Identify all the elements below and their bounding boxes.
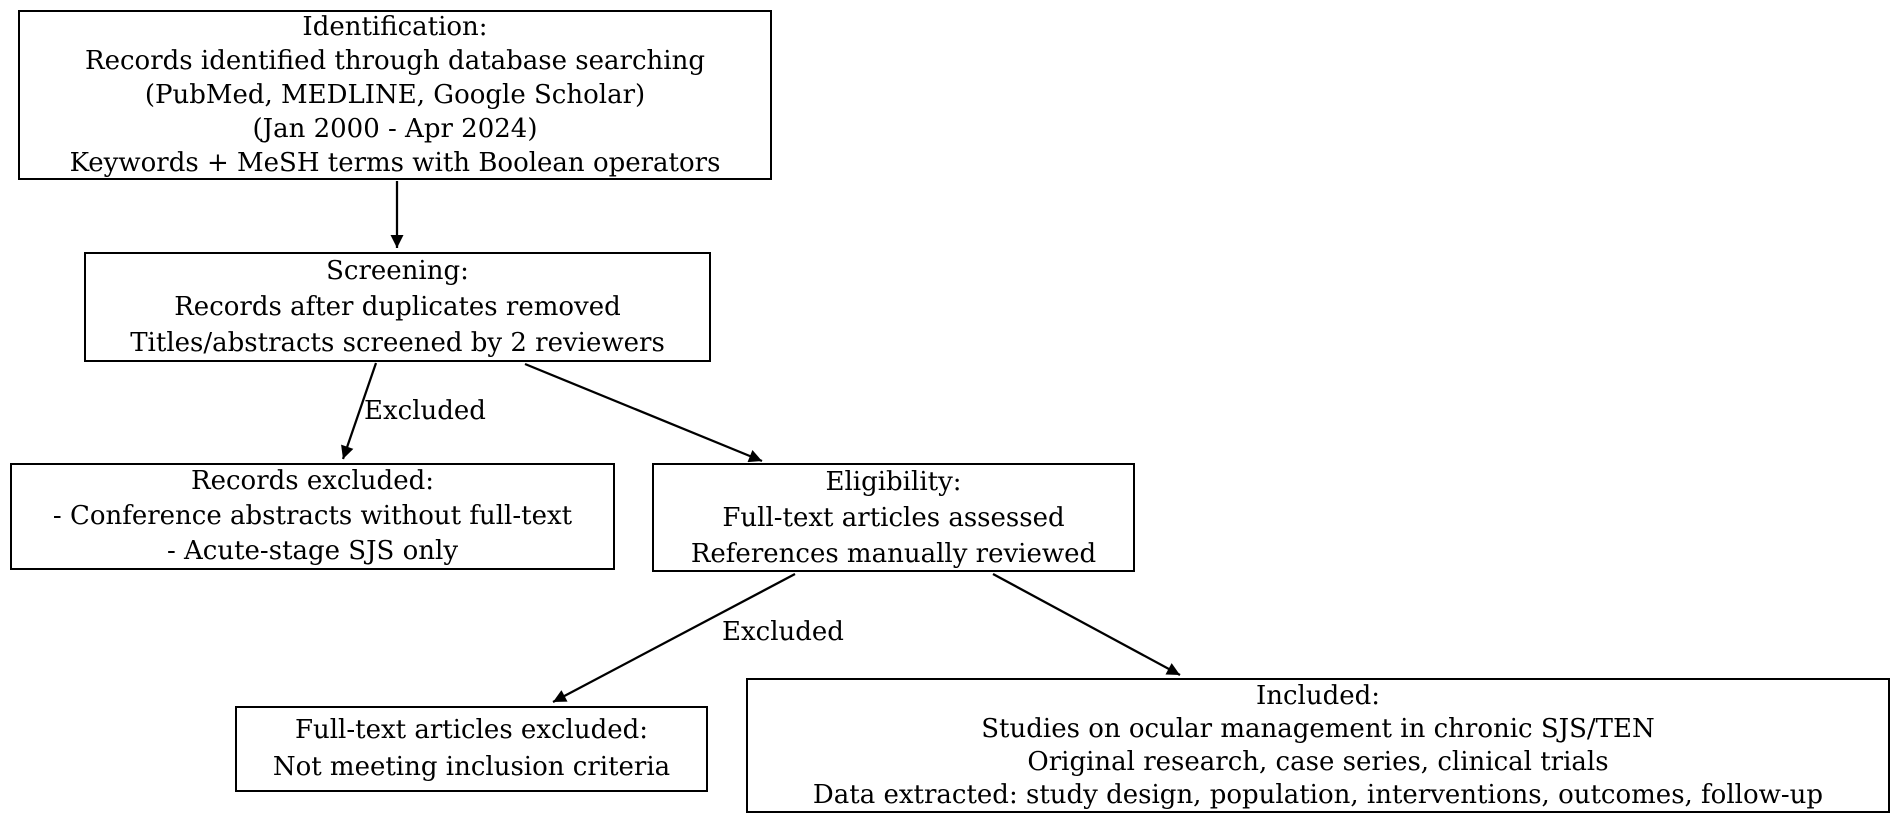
- arrow-eligibility-to-fulltext-excluded: [552, 573, 796, 703]
- node-line: Records after duplicates removed: [174, 292, 621, 322]
- node-line: Records excluded:: [191, 466, 434, 496]
- node-line: Not meeting inclusion criteria: [272, 752, 671, 782]
- node-line: Studies on ocular management in chronic …: [981, 713, 1655, 744]
- node-included: Included: Studies on ocular management i…: [746, 678, 1890, 813]
- node-line: - Acute-stage SJS only: [166, 536, 459, 566]
- node-line: Full-text articles excluded:: [294, 715, 649, 745]
- node-eligibility: Eligibility: Full-text articles assessed…: [652, 463, 1135, 572]
- edge-label-excluded-eligibility: Excluded: [722, 617, 844, 647]
- node-line: Eligibility:: [825, 466, 962, 497]
- node-line: Records identified through database sear…: [85, 46, 705, 76]
- node-screening: Screening: Records after duplicates remo…: [84, 252, 711, 362]
- node-records-excluded: Records excluded: - Conference abstracts…: [10, 463, 615, 570]
- node-identification: Identification: Records identified throu…: [18, 10, 772, 180]
- node-fulltext-excluded: Full-text articles excluded: Not meeting…: [235, 706, 708, 792]
- node-line: Identification:: [302, 12, 488, 42]
- node-line: Full-text articles assessed: [722, 502, 1065, 533]
- node-line: (PubMed, MEDLINE, Google Scholar): [144, 80, 646, 110]
- node-line: Keywords + MeSH terms with Boolean opera…: [69, 148, 721, 178]
- node-line: Original research, case series, clinical…: [1027, 746, 1609, 777]
- arrow-eligibility-to-included: [992, 573, 1181, 676]
- node-line: References manually reviewed: [690, 538, 1097, 569]
- node-line: - Conference abstracts without full-text: [52, 501, 573, 531]
- arrow-screening-to-eligibility: [524, 362, 763, 463]
- node-line: Titles/abstracts screened by 2 reviewers: [130, 328, 665, 358]
- node-line: Screening:: [326, 256, 469, 286]
- node-line: Included:: [1255, 680, 1381, 711]
- node-line: Data extracted: study design, population…: [812, 779, 1824, 810]
- arrow-screening-to-records-excluded: [341, 362, 378, 460]
- node-line: (Jan 2000 - Apr 2024): [252, 114, 538, 144]
- edge-label-excluded-screening: Excluded: [364, 396, 486, 426]
